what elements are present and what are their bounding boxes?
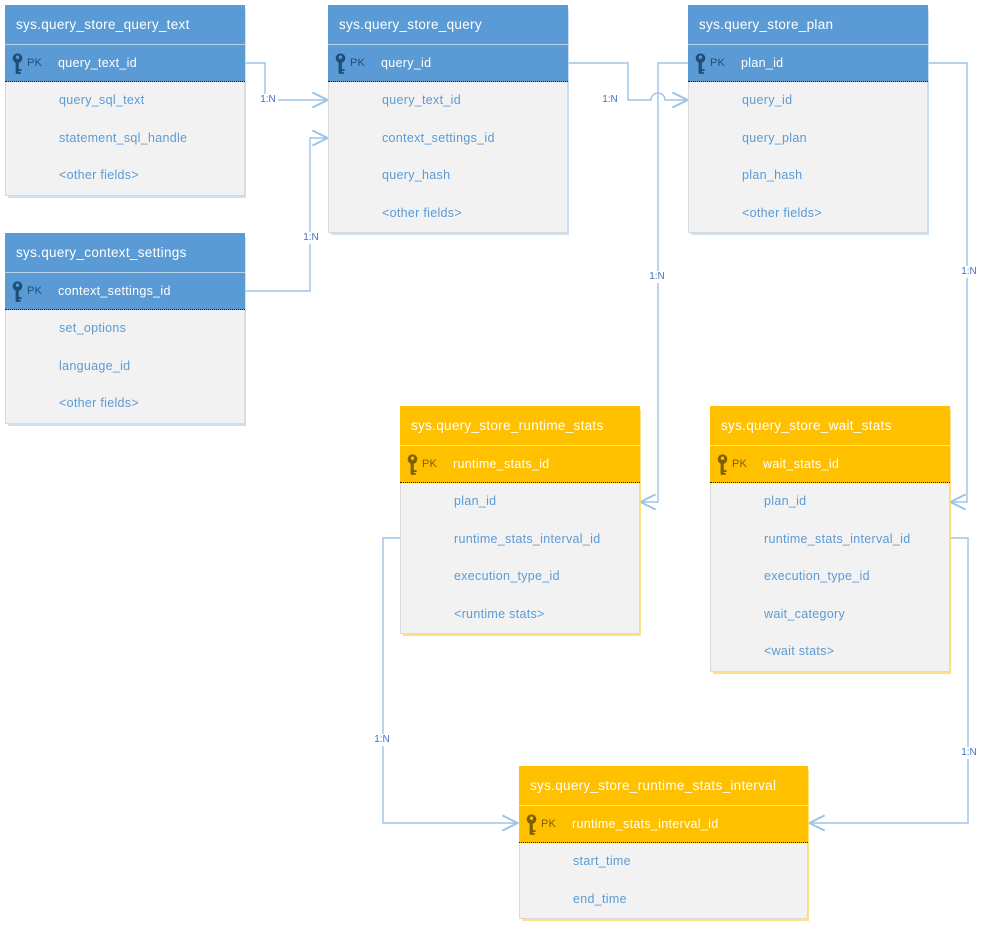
table-sys-query-store-query-text: sys.query_store_query_text PK query_text…: [5, 5, 245, 196]
pk-field-name: query_text_id: [58, 56, 137, 70]
field-row: start_time: [573, 854, 631, 868]
primary-key-icon: [11, 281, 24, 308]
table-title: sys.query_store_query_text: [5, 5, 245, 44]
cardinality-label: 1:N: [301, 232, 321, 244]
pk-row: PK query_id: [328, 44, 568, 82]
pk-field-name: runtime_stats_interval_id: [572, 817, 719, 831]
primary-key-icon: [716, 454, 729, 481]
pk-row: PK runtime_stats_id: [400, 445, 640, 483]
field-row: <other fields>: [59, 396, 139, 410]
connector-interval-to-runtimestats: [382, 537, 516, 823]
pk-field-name: runtime_stats_id: [453, 457, 550, 471]
connector-interval-to-waitstats: [811, 537, 969, 823]
table-body: query_text_id context_settings_id query_…: [328, 82, 568, 233]
table-body: start_time end_time: [519, 843, 808, 919]
pk-label: PK: [422, 458, 438, 470]
field-row: query_plan: [742, 130, 807, 145]
pk-row: PK wait_stats_id: [710, 445, 950, 483]
pk-label: PK: [27, 57, 43, 69]
field-row: language_id: [59, 358, 131, 373]
pk-row: PK context_settings_id: [5, 272, 245, 310]
pk-field-name: query_id: [381, 56, 432, 70]
field-row: wait_category: [764, 606, 846, 621]
connector-querytext-to-query: [245, 62, 326, 100]
cardinality-label: 1:N: [959, 266, 979, 278]
cardinality-label: 1:N: [647, 271, 667, 283]
field-row: <wait stats>: [764, 644, 835, 658]
table-sys-query-store-wait-stats: sys.query_store_wait_stats PK wait_stats…: [710, 406, 950, 672]
field-row: <other fields>: [382, 205, 462, 220]
field-row: set_options: [59, 321, 127, 335]
table-title: sys.query_store_query: [328, 5, 568, 44]
cardinality-label: 1:N: [959, 747, 979, 759]
table-sys-query-store-plan: sys.query_store_plan PK plan_id query_id…: [688, 5, 928, 233]
field-row: context_settings_id: [382, 130, 495, 145]
field-row: runtime_stats_interval_id: [764, 531, 911, 546]
table-body: set_options language_id <other fields>: [5, 310, 245, 424]
field-row: <runtime stats>: [454, 606, 545, 621]
connector-query-to-plan: [568, 62, 686, 100]
cardinality-label: 1:N: [600, 94, 620, 106]
pk-label: PK: [350, 57, 366, 69]
field-row: execution_type_id: [764, 569, 870, 583]
table-title: sys.query_store_runtime_stats: [400, 406, 640, 445]
field-row: execution_type_id: [454, 569, 560, 583]
field-row: plan_id: [764, 494, 807, 508]
field-row: query_text_id: [382, 93, 461, 107]
table-body: query_id query_plan plan_hash <other fie…: [688, 82, 928, 233]
table-title: sys.query_store_runtime_stats_interval: [519, 766, 808, 805]
pk-field-name: context_settings_id: [58, 284, 171, 298]
field-row: runtime_stats_interval_id: [454, 531, 601, 546]
table-sys-query-store-runtime-stats: sys.query_store_runtime_stats PK runtime…: [400, 406, 640, 634]
connector-plan-to-waitstats: [928, 62, 968, 502]
field-row: <other fields>: [59, 168, 139, 182]
field-row: plan_hash: [742, 168, 803, 182]
pk-label: PK: [27, 285, 43, 297]
table-sys-query-context-settings: sys.query_context_settings PK context_se…: [5, 233, 245, 424]
field-row: <other fields>: [742, 205, 822, 220]
cardinality-label: 1:N: [258, 94, 278, 106]
pk-label: PK: [710, 57, 726, 69]
pk-row: PK runtime_stats_interval_id: [519, 805, 808, 843]
field-row: statement_sql_handle: [59, 130, 188, 145]
field-row: query_sql_text: [59, 93, 145, 107]
table-title: sys.query_store_plan: [688, 5, 928, 44]
pk-field-name: plan_id: [741, 56, 784, 70]
table-title: sys.query_store_wait_stats: [710, 406, 950, 445]
table-body: plan_id runtime_stats_interval_id execut…: [400, 483, 640, 634]
cardinality-label: 1:N: [372, 734, 392, 746]
table-body: plan_id runtime_stats_interval_id execut…: [710, 483, 950, 672]
field-row: query_hash: [382, 168, 451, 182]
primary-key-icon: [525, 814, 538, 841]
table-title: sys.query_context_settings: [5, 233, 245, 272]
pk-field-name: wait_stats_id: [763, 457, 840, 471]
pk-row: PK query_text_id: [5, 44, 245, 82]
pk-row: PK plan_id: [688, 44, 928, 82]
primary-key-icon: [694, 53, 707, 80]
primary-key-icon: [334, 53, 347, 80]
field-row: end_time: [573, 891, 627, 906]
primary-key-icon: [11, 53, 24, 80]
primary-key-icon: [406, 454, 419, 481]
table-sys-query-store-query: sys.query_store_query PK query_id query_…: [328, 5, 568, 233]
field-row: plan_id: [454, 494, 497, 508]
pk-label: PK: [732, 458, 748, 470]
pk-label: PK: [541, 818, 557, 830]
connector-contextsettings-to-query: [245, 138, 326, 292]
field-row: query_id: [742, 93, 793, 107]
table-body: query_sql_text statement_sql_handle <oth…: [5, 82, 245, 196]
table-sys-query-store-runtime-stats-interval: sys.query_store_runtime_stats_interval P…: [519, 766, 808, 919]
